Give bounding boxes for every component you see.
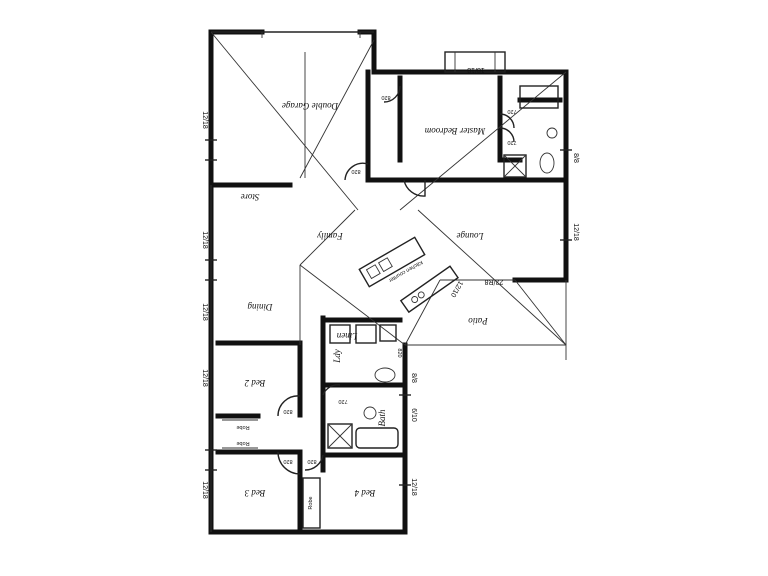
dim-diag-1: 22/R8 [485, 278, 504, 285]
door-label-8: 820 [307, 458, 316, 464]
counter-label: Kitchen counter [387, 259, 423, 283]
door-label-2: 820 [381, 94, 390, 100]
door-label-7: 720 [338, 398, 347, 404]
lounge-label: Lounge [456, 231, 484, 241]
door-label-5: 820 [283, 408, 292, 414]
robe-label-1: Robe [236, 424, 249, 430]
store-label: Store [241, 192, 260, 202]
kitchen-counter [399, 265, 459, 314]
kitchen-island [358, 236, 426, 288]
bed4-label: Bed 4 [354, 488, 375, 498]
garage-label: Double Garage [282, 101, 339, 111]
door-label-1: 820 [351, 168, 360, 174]
door-label-6: 820 [283, 458, 292, 464]
dim-left-2: 12/18 [201, 231, 208, 249]
door-label-4: 720 [507, 139, 516, 145]
dim-right-2: 12/18 [572, 223, 579, 241]
dim-top: 18/18 [467, 66, 485, 73]
door-label-3: 720 [507, 108, 516, 114]
fixtures [222, 32, 559, 529]
linen-label: Linen [336, 331, 358, 341]
dining-label: Dining [247, 302, 274, 312]
dim-right-5: 12/18 [410, 478, 417, 496]
dim-left-5: 12/18 [201, 481, 208, 499]
robe-label-2: Robe [236, 440, 249, 446]
window-marks [205, 139, 572, 486]
dim-right-3: 8/8 [410, 373, 417, 383]
bathtub [355, 427, 399, 449]
shower [503, 154, 527, 178]
master-label: Master Bedroom [424, 126, 486, 136]
bath-shower [327, 423, 353, 449]
master-bath [519, 85, 559, 109]
family-label: Family [317, 231, 344, 241]
dim-right-4: 6/10 [410, 408, 417, 422]
laundry-label: Ldy [332, 349, 342, 364]
patio-label: Patio [468, 316, 489, 326]
dim-left-3: 12/18 [201, 303, 208, 321]
door-labels: 820 820 720 720 820 820 720 820 820 [283, 94, 516, 464]
room-labels: Double Garage Master Bedroom Lounge Fami… [236, 101, 488, 510]
roof-lines [210, 31, 567, 532]
bed2-label: Bed 2 [244, 378, 265, 388]
dim-left-4: 12/18 [201, 369, 208, 387]
bath-label: Bath [377, 409, 387, 426]
dim-left-1: 12/18 [201, 111, 208, 129]
robe-label-3: Robe [308, 496, 314, 509]
door-swings [277, 85, 515, 475]
dim-right-1: 8/8 [572, 153, 579, 163]
bed3-label: Bed 3 [244, 488, 265, 498]
door-label-9: 820 [396, 348, 402, 357]
